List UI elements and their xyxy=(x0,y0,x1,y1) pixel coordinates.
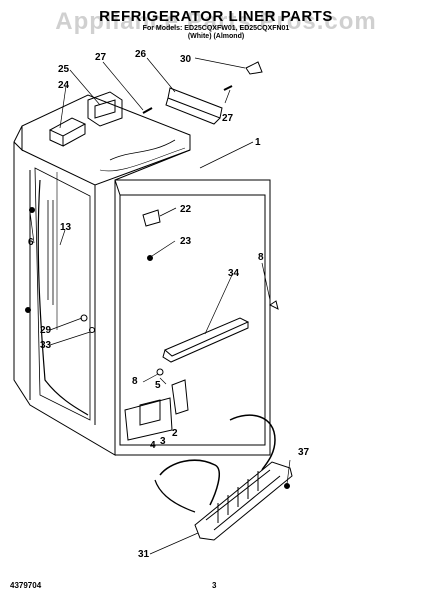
callout-3: 3 xyxy=(160,436,166,447)
callout-13: 13 xyxy=(60,222,72,233)
screws xyxy=(25,85,290,489)
callout-27-right: 27 xyxy=(222,113,234,124)
page-title: REFRIGERATOR LINER PARTS xyxy=(99,8,333,25)
liner-body xyxy=(13,94,271,456)
control-housing xyxy=(48,91,123,147)
callout-29: 29 xyxy=(40,325,52,336)
lower-hardware xyxy=(80,314,189,441)
callout-5: 5 xyxy=(155,380,161,391)
callout-27-top: 27 xyxy=(95,52,107,63)
callout-37: 37 xyxy=(298,447,310,458)
diagram-header: REFRIGERATOR LINER PARTS For Models: ED2… xyxy=(0,8,432,41)
callout-26: 26 xyxy=(135,49,147,60)
water-tank-assembly xyxy=(154,414,293,541)
leader-lines xyxy=(29,57,291,555)
callout-24: 24 xyxy=(58,80,70,91)
callout-8-shelf: 8 xyxy=(258,252,264,263)
callout-4: 4 xyxy=(150,440,156,451)
bracket-part xyxy=(142,209,161,227)
callout-8-lower: 8 xyxy=(132,376,138,387)
crisper-shelf xyxy=(162,300,279,363)
callout-31: 31 xyxy=(138,549,150,560)
callout-2: 2 xyxy=(172,428,178,439)
air-deflector xyxy=(165,87,223,125)
page-number: 3 xyxy=(212,581,217,590)
callout-25: 25 xyxy=(58,64,70,75)
callout-30: 30 xyxy=(180,54,192,65)
callout-34: 34 xyxy=(228,268,240,279)
callout-23: 23 xyxy=(180,236,192,247)
callout-22: 22 xyxy=(180,204,192,215)
model-colors: (White) (Almond) xyxy=(187,33,245,40)
model-numbers: For Models: ED25CQXFW01, ED25CQXFN01 xyxy=(142,25,290,32)
part-number: 4379704 xyxy=(10,581,42,590)
clip-part xyxy=(245,61,263,75)
callout-1: 1 xyxy=(255,137,261,148)
callout-33: 33 xyxy=(40,340,52,351)
callout-6: 6 xyxy=(28,237,34,248)
